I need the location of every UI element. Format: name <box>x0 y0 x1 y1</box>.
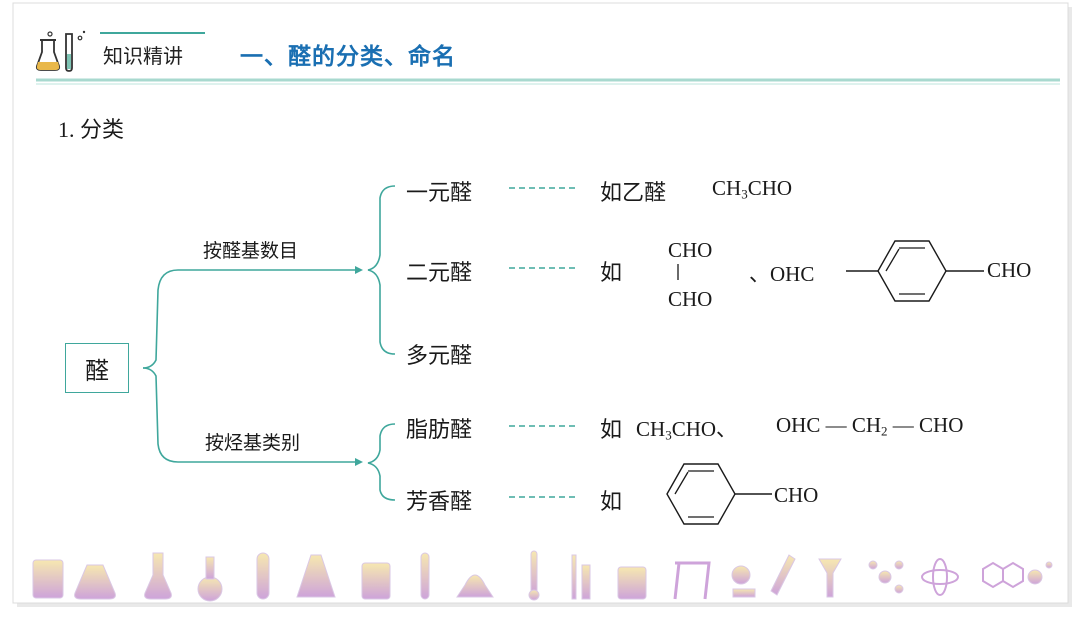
beaker-stirrer-icon <box>617 566 647 600</box>
benzene-ring-icon <box>846 240 984 302</box>
microscope-icon <box>731 565 751 585</box>
test-tube-icon <box>256 552 270 600</box>
formula-glyoxal-top: CHO <box>668 238 713 262</box>
criterion-count: 按醛基数目 <box>203 240 299 262</box>
example-prefix: 如 <box>600 490 623 515</box>
benzene-ring-icon <box>666 463 772 525</box>
root-label: 醛 <box>85 356 109 385</box>
lab-equipment-strip <box>32 550 1053 602</box>
formula-benzaldehyde-end: CHO <box>774 483 819 507</box>
stand-icon <box>571 554 577 600</box>
example-prefix: 如 <box>600 418 623 443</box>
section-heading: 1. 分类 <box>58 117 125 142</box>
burner-icon <box>456 574 494 598</box>
root-node: 醛 <box>65 343 129 393</box>
tripod-icon <box>673 561 711 600</box>
erlenmeyer-icon <box>144 552 172 600</box>
bond-line <box>677 264 679 280</box>
example-acetaldehyde-name: 如乙醛 <box>600 181 667 206</box>
formula-terephthal-start: 、OHC <box>749 262 815 286</box>
lab-flask-icon <box>35 30 86 72</box>
hexagon-molecule-icon <box>982 561 1004 589</box>
reaction-icon <box>1027 569 1043 585</box>
formula-terephthal-end: CHO <box>987 258 1032 282</box>
round-flask-icon <box>197 576 223 602</box>
flask-icon <box>74 564 116 600</box>
funnel-icon <box>818 558 842 598</box>
category-aliphatic: 脂肪醛 <box>406 418 473 443</box>
category-aromatic: 芳香醛 <box>406 490 473 515</box>
molecule-icon <box>878 570 892 584</box>
category-mono: 一元醛 <box>406 181 473 206</box>
beaker-icon <box>32 559 64 599</box>
example-prefix: 如 <box>600 261 623 286</box>
dropper-icon <box>770 554 796 596</box>
formula-acetaldehyde: CH3CHO <box>712 176 793 202</box>
category-poly: 多元醛 <box>406 344 473 369</box>
criterion-type: 按烃基类别 <box>205 432 301 454</box>
thermometer-icon <box>530 550 538 596</box>
formula-malonaldehyde: OHC — CH2 — CHO <box>776 413 964 439</box>
page-title: 一、醛的分类、命名 <box>240 44 456 70</box>
conical-flask-icon <box>296 554 336 598</box>
header-tag: 知识精讲 <box>103 44 183 68</box>
category-di: 二元醛 <box>406 261 473 286</box>
bottle-icon <box>361 562 391 600</box>
formula-glyoxal-bottom: CHO <box>668 287 713 311</box>
formula-aliphatic: CH3CHO、 <box>636 417 738 443</box>
atom-icon <box>921 569 959 585</box>
tube-icon <box>420 552 430 600</box>
